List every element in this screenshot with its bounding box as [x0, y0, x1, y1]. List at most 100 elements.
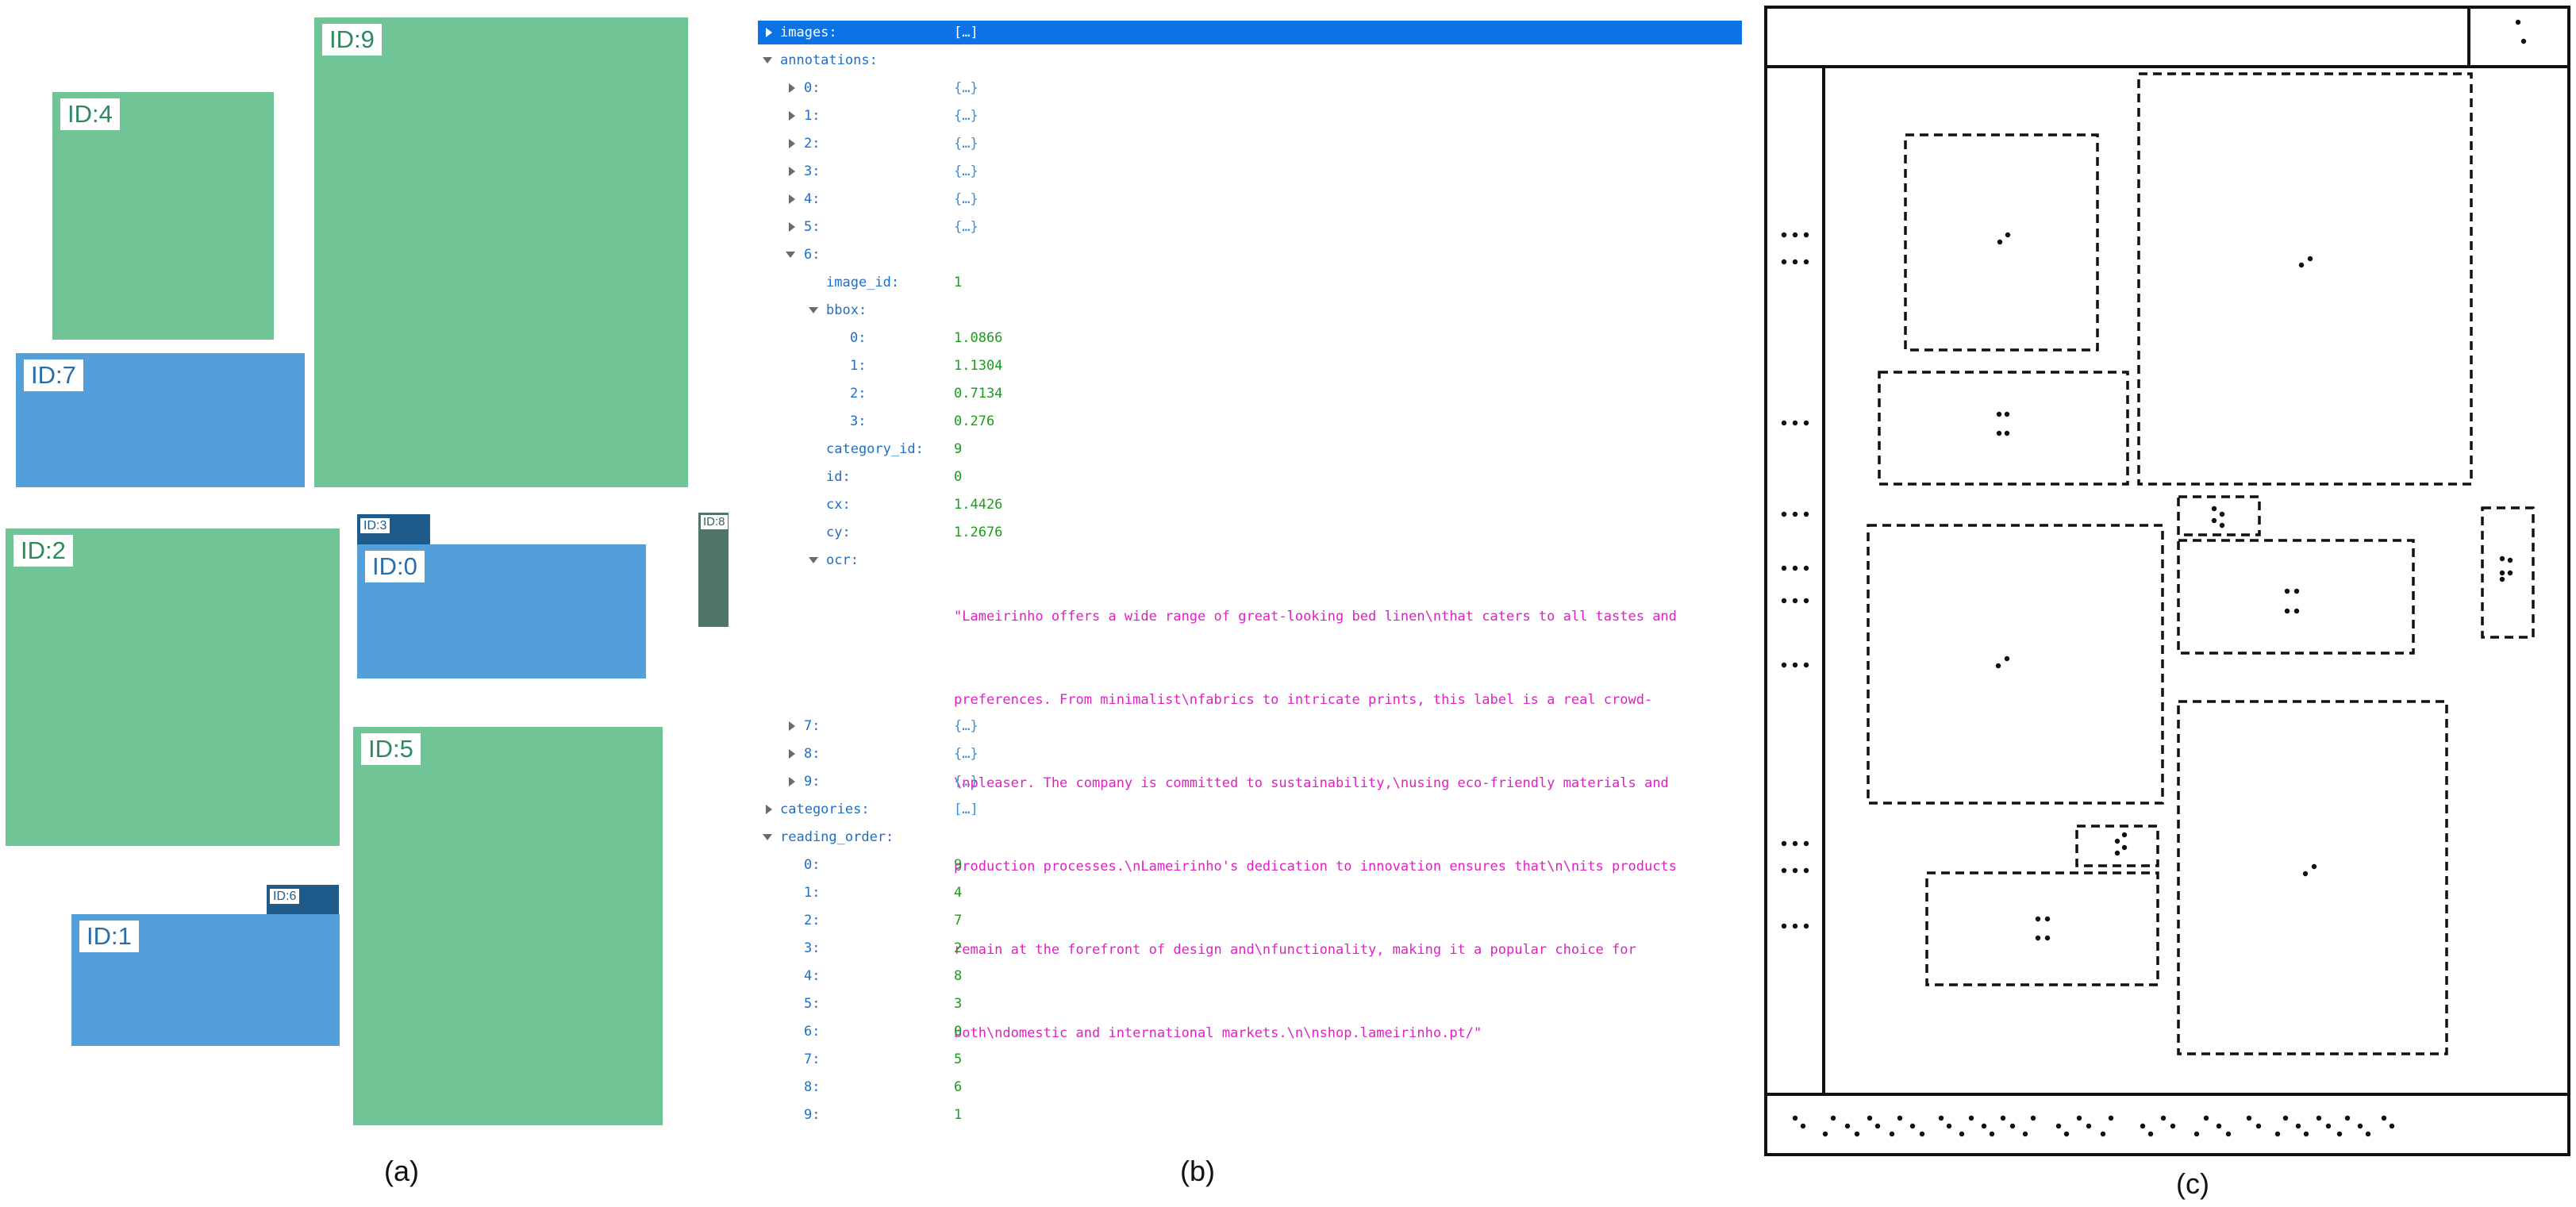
ocr-line: \npleaser. The company is committed to s…: [954, 775, 1669, 791]
tree-key: cy:: [826, 525, 851, 540]
region-braille-dot: [2499, 570, 2505, 576]
footer-braille-dot: [2282, 1115, 2289, 1121]
panel-a-layout-boxes: ID:4 ID:9 ID:7 ID:3 ID:8 ID:2 ID:0 ID:5 …: [0, 0, 730, 1151]
ocr-line: both\ndomestic and international markets…: [954, 1025, 1482, 1041]
margin-dot: [1781, 840, 1787, 847]
caption-b: (b): [1180, 1155, 1215, 1187]
margin-dot: [1792, 511, 1798, 517]
tree-key: images:: [780, 25, 837, 40]
tree-value: 6: [954, 1079, 963, 1095]
region-box-id8: [2481, 506, 2535, 639]
margin-dot: [1803, 259, 1809, 265]
region-box-id9: [2137, 72, 2473, 486]
layout-box-id4: ID:4: [52, 92, 274, 340]
tree-key: annotations:: [780, 52, 878, 68]
footer-braille-dot: [1854, 1131, 1860, 1137]
tree-row-images[interactable]: images: […]: [758, 21, 1742, 44]
footer-braille-dot: [2389, 1123, 2395, 1129]
margin-dot: [1792, 420, 1798, 426]
tree-value: 1: [954, 1107, 963, 1123]
collapse-arrow-icon: [786, 252, 795, 258]
margin-dot: [1781, 259, 1787, 265]
footer-braille-dot: [2170, 1123, 2176, 1129]
tree-value: 2: [954, 940, 963, 956]
region-braille-dot: [2298, 262, 2305, 268]
footer-braille-dot: [1830, 1115, 1836, 1121]
page-number-dot: [2515, 19, 2521, 25]
region-braille-dot: [2005, 232, 2011, 238]
layout-box-id5: ID:5: [353, 727, 663, 1125]
margin-dot: [1781, 565, 1787, 571]
expand-arrow-icon: [789, 222, 795, 232]
footer-braille-dot: [2160, 1115, 2167, 1121]
footer-braille-dot: [1909, 1123, 1916, 1129]
region-braille-dot: [2211, 517, 2217, 524]
panel-b-json-tree: images: […] annotations: 0: {…} 1: {…} 2…: [758, 17, 1742, 1128]
footer-braille-dot: [1792, 1115, 1798, 1121]
region-box-id3: [2177, 495, 2261, 536]
tree-key: 5:: [804, 996, 821, 1012]
margin-dot: [1781, 923, 1787, 929]
footer-braille-dot: [2055, 1123, 2062, 1129]
tree-key: 3:: [804, 940, 821, 956]
tree-key: categories:: [780, 801, 870, 817]
margin-dot: [1803, 662, 1809, 668]
footer-braille-dot: [1874, 1123, 1881, 1129]
tree-key: 3:: [804, 163, 821, 179]
tree-key: 8:: [804, 746, 821, 762]
collapse-arrow-icon: [809, 307, 818, 313]
margin-dot: [1803, 232, 1809, 238]
tree-key: image_id:: [826, 275, 900, 290]
footer-braille-dot: [2325, 1123, 2332, 1129]
footer-braille-dot: [2063, 1131, 2070, 1137]
tree-value: 0.7134: [954, 386, 1003, 402]
footer-braille-dot: [2295, 1123, 2301, 1129]
tree-value: 4: [954, 885, 963, 901]
tree-value: {…}: [954, 774, 978, 790]
tree-value: 3: [954, 996, 963, 1012]
tree-value: […]: [954, 25, 978, 40]
tree-key: 9:: [804, 774, 821, 790]
page-number-dot: [2520, 38, 2527, 44]
tree-key: id:: [826, 469, 851, 485]
box-label: ID:3: [360, 518, 390, 533]
region-braille-dot: [2035, 935, 2041, 941]
box-label: ID:9: [322, 24, 382, 56]
region-box-id4: [1904, 133, 2099, 352]
margin-dot: [1792, 840, 1798, 847]
margin-dot: [1792, 867, 1798, 874]
region-braille-dot: [2004, 430, 2010, 436]
footer-braille-dot: [2316, 1115, 2322, 1121]
footer-braille-dot: [1989, 1131, 1995, 1137]
region-braille-dot: [2507, 557, 2513, 563]
margin-dot: [1803, 867, 1809, 874]
footer-braille-dot: [1800, 1123, 1806, 1129]
expand-arrow-icon: [789, 749, 795, 759]
tree-value: 9: [954, 857, 963, 873]
region-braille-dot: [1996, 411, 2002, 417]
footer-braille-dot: [2225, 1131, 2232, 1137]
tree-value: {…}: [954, 219, 978, 235]
tree-key: 0:: [850, 330, 867, 346]
footer-braille-dot: [2000, 1115, 2006, 1121]
footer-braille-dot: [1981, 1123, 1987, 1129]
margin-dot: [1781, 232, 1787, 238]
region-braille-dot: [2307, 256, 2313, 262]
tree-value: 1: [954, 275, 963, 290]
tree-value: 1.4426: [954, 497, 1003, 513]
expand-arrow-icon: [789, 83, 795, 93]
region-braille-dot: [2121, 844, 2128, 851]
box-label: ID:5: [361, 733, 421, 765]
tree-value: 7: [954, 913, 963, 928]
tree-key: 4:: [804, 968, 821, 984]
region-braille-dot: [1996, 430, 2002, 436]
footer-braille-dot: [1946, 1123, 1952, 1129]
tree-value: 0: [954, 1024, 963, 1040]
tree-key: 0:: [804, 80, 821, 96]
footer-braille-dot: [2108, 1115, 2114, 1121]
tree-key: cx:: [826, 497, 851, 513]
layout-box-id9: ID:9: [314, 17, 688, 487]
tree-value: 1.2676: [954, 525, 1003, 540]
region-braille-dot: [2311, 863, 2317, 870]
margin-dot: [1781, 662, 1787, 668]
